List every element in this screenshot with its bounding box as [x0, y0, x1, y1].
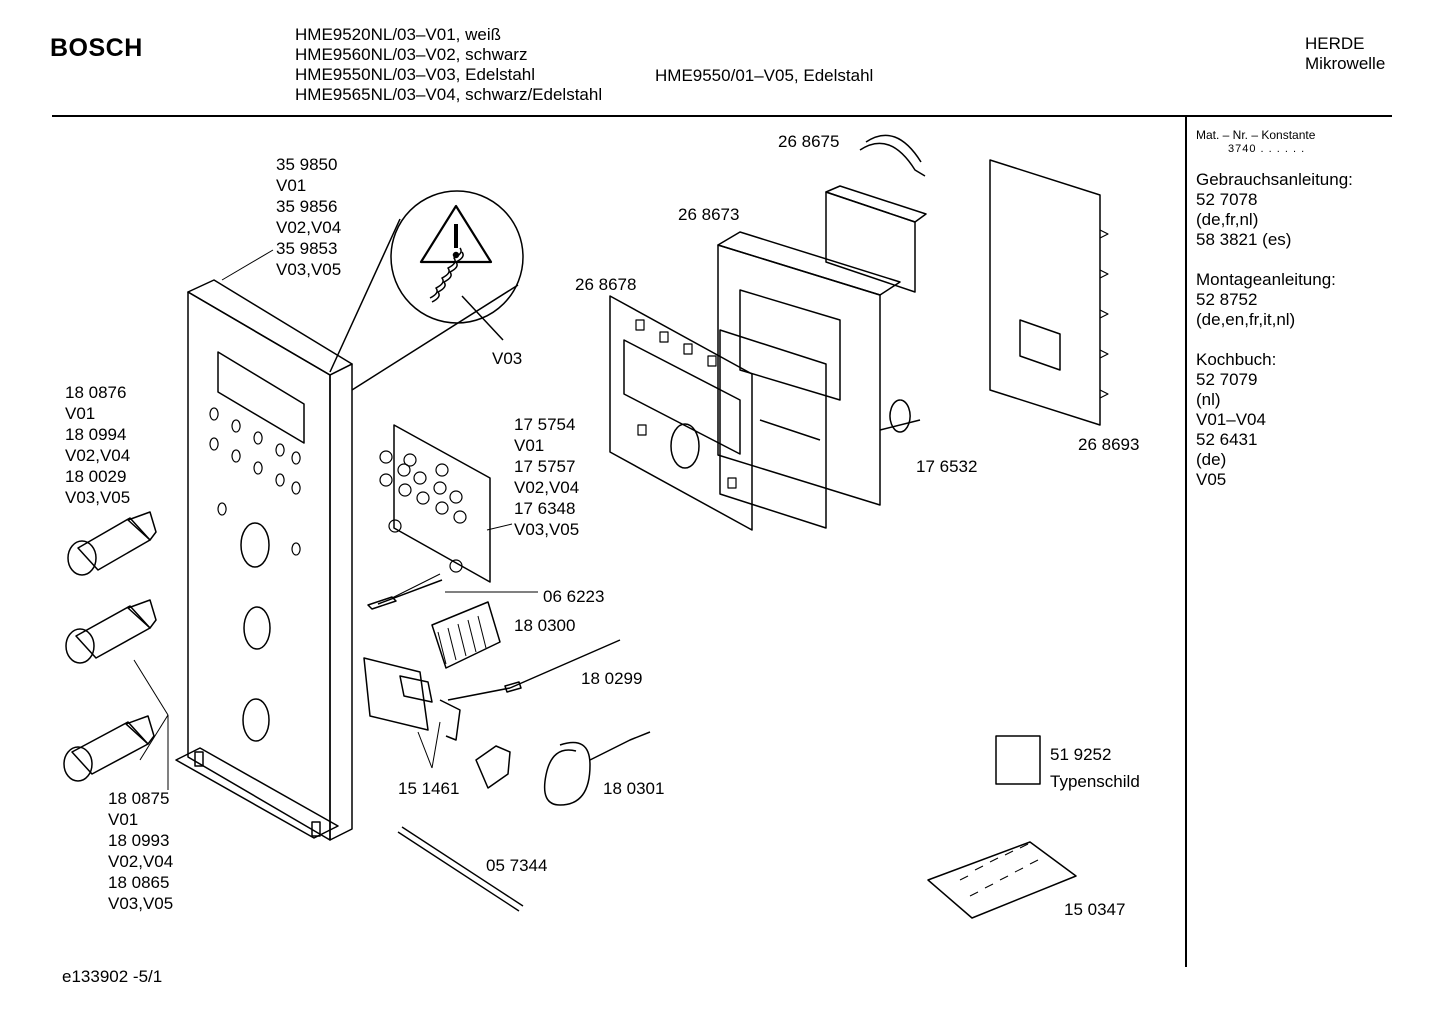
part-label-knob-bottom: 18 0875 V01 18 0993 V02,V04 18 0865 V03,… — [108, 788, 173, 914]
doc-line: (nl) — [1196, 390, 1221, 409]
part-label-panel: 35 9850 V01 35 9856 V02,V04 35 9853 V03,… — [276, 154, 341, 280]
part-label-268678: 26 8678 — [575, 275, 637, 294]
variant: V02,V04 — [108, 852, 174, 871]
display-frame — [609, 295, 753, 531]
doc-line: 52 7079 — [1196, 370, 1258, 389]
rod — [397, 826, 524, 912]
variant: V02,V04 — [65, 446, 131, 465]
screw-bag — [927, 841, 1077, 919]
mat-label: Mat. – Nr. – Konstante — [1196, 128, 1316, 142]
model-line: HME9565NL/03–V04, schwarz/Edelstahl — [295, 85, 603, 104]
power-board — [989, 159, 1109, 426]
variant: V03,V05 — [514, 520, 580, 539]
part-label-180300: 18 0300 — [514, 616, 576, 635]
part-label-150347: 15 0347 — [1064, 900, 1126, 919]
part-label-268693: 26 8693 — [1078, 435, 1140, 454]
button-board — [367, 424, 538, 610]
part-number: 35 9856 — [276, 197, 338, 216]
part-number: 35 9853 — [276, 239, 338, 258]
part-label-knob-top: 18 0876 V01 18 0994 V02,V04 18 0029 V03,… — [65, 382, 130, 508]
category-line: Mikrowelle — [1305, 54, 1386, 73]
switch-block — [431, 601, 501, 669]
knob — [63, 715, 155, 782]
doc-line: (de) — [1196, 450, 1227, 469]
doc-group-title: Montageanleitung: — [1196, 270, 1336, 289]
part-label-176532: 17 6532 — [916, 457, 978, 476]
part-number: 18 0865 — [108, 873, 170, 892]
documentation-sidebar: Mat. – Nr. – Konstante 3740 . . . . . . … — [1196, 128, 1353, 490]
part-number: 18 0994 — [65, 425, 127, 444]
sidebar-divider — [1185, 117, 1187, 967]
model-line: HME9560NL/03–V02, schwarz — [295, 45, 528, 64]
knob — [65, 599, 157, 664]
variant: V01 — [65, 404, 96, 423]
doc-line: 52 7078 — [1196, 190, 1258, 209]
variant: V01 — [514, 436, 545, 455]
part-number: 18 0876 — [65, 383, 127, 402]
doc-line: 58 3821 (es) — [1196, 230, 1292, 249]
part-number: 17 5754 — [514, 415, 576, 434]
model-list: HME9520NL/03–V01, weiß HME9560NL/03–V02,… — [295, 25, 602, 105]
doc-line: (de,fr,nl) — [1196, 210, 1259, 229]
doc-line: V01–V04 — [1196, 410, 1266, 429]
part-label-066223: 06 6223 — [543, 587, 605, 606]
category-line: HERDE — [1305, 34, 1365, 53]
brand-logo: BOSCH — [50, 34, 143, 62]
part-label-057344: 05 7344 — [486, 856, 548, 875]
doc-group-title: Kochbuch: — [1196, 350, 1277, 369]
part-label-typenschild: Typenschild — [1050, 772, 1140, 791]
front-panel — [175, 279, 353, 841]
model-line: HME9550NL/03–V03, Edelstahl — [295, 65, 536, 84]
part-label-board: 17 5754 V01 17 5757 V02,V04 17 6348 V03,… — [514, 414, 579, 540]
doc-line: 52 6431 — [1196, 430, 1258, 449]
bracket-assembly — [363, 639, 651, 806]
mat-value: 3740 . . . . . . — [1228, 143, 1306, 155]
control-module — [717, 134, 927, 529]
variant: V03,V05 — [108, 894, 174, 913]
doc-line: (de,en,fr,it,nl) — [1196, 310, 1296, 329]
knobs — [63, 511, 169, 790]
part-label-180299: 18 0299 — [581, 669, 643, 688]
part-number: 18 0029 — [65, 467, 127, 486]
warning-detail — [221, 190, 524, 391]
model-line: HME9520NL/03–V01, weiß — [295, 25, 502, 44]
knob — [67, 511, 157, 576]
variant: V03,V05 — [276, 260, 342, 279]
part-label-519252: 51 9252 — [1050, 745, 1112, 764]
variant: V02,V04 — [276, 218, 342, 237]
part-label-268675: 26 8675 — [778, 132, 840, 151]
variant: V01 — [108, 810, 139, 829]
category: HERDE Mikrowelle — [1305, 34, 1385, 74]
doc-group-title: Gebrauchsanleitung: — [1196, 170, 1353, 189]
variant: V03,V05 — [65, 488, 131, 507]
document-id: e133902 -5/1 — [62, 967, 163, 986]
doc-line: V05 — [1196, 470, 1227, 489]
part-label-151461: 15 1461 — [398, 779, 460, 798]
variant: V02,V04 — [514, 478, 580, 497]
part-number: 17 5757 — [514, 457, 576, 476]
part-number: 35 9850 — [276, 155, 338, 174]
header-divider — [52, 115, 1392, 117]
part-number: 18 0993 — [108, 831, 170, 850]
part-label-warning: V03 — [492, 349, 523, 368]
model-line-extra: HME9550/01–V05, Edelstahl — [655, 66, 874, 85]
part-number: 18 0875 — [108, 789, 170, 808]
part-label-268673: 26 8673 — [678, 205, 740, 224]
rating-plate — [995, 735, 1041, 785]
doc-line: 52 8752 — [1196, 290, 1258, 309]
part-label-180301: 18 0301 — [603, 779, 665, 798]
variant: V01 — [276, 176, 307, 195]
part-number: 17 6348 — [514, 499, 576, 518]
